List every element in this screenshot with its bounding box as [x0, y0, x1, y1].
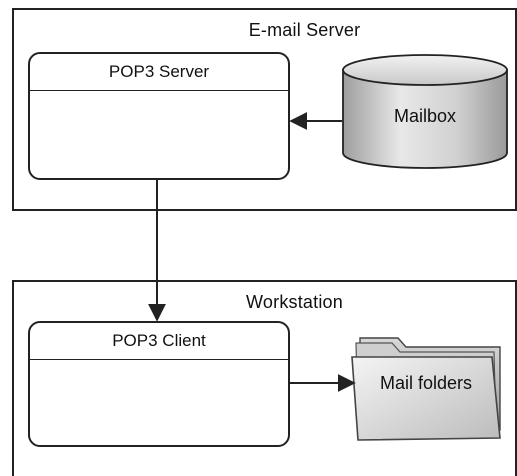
- pop3-server-title: POP3 Server: [30, 54, 288, 91]
- mailbox-label: Mailbox: [393, 106, 457, 126]
- pop3-client-title: POP3 Client: [30, 323, 288, 360]
- mailbox-cylinder: [342, 54, 508, 169]
- pop3-client-box: POP3 Client: [28, 321, 290, 447]
- email-server-title: E-mail Server: [248, 20, 361, 40]
- pop3-server-box: POP3 Server: [28, 52, 290, 180]
- mail-folders-icon: [351, 337, 501, 441]
- mail-folders-label: Mail folders: [379, 373, 473, 393]
- workstation-title: Workstation: [246, 292, 343, 312]
